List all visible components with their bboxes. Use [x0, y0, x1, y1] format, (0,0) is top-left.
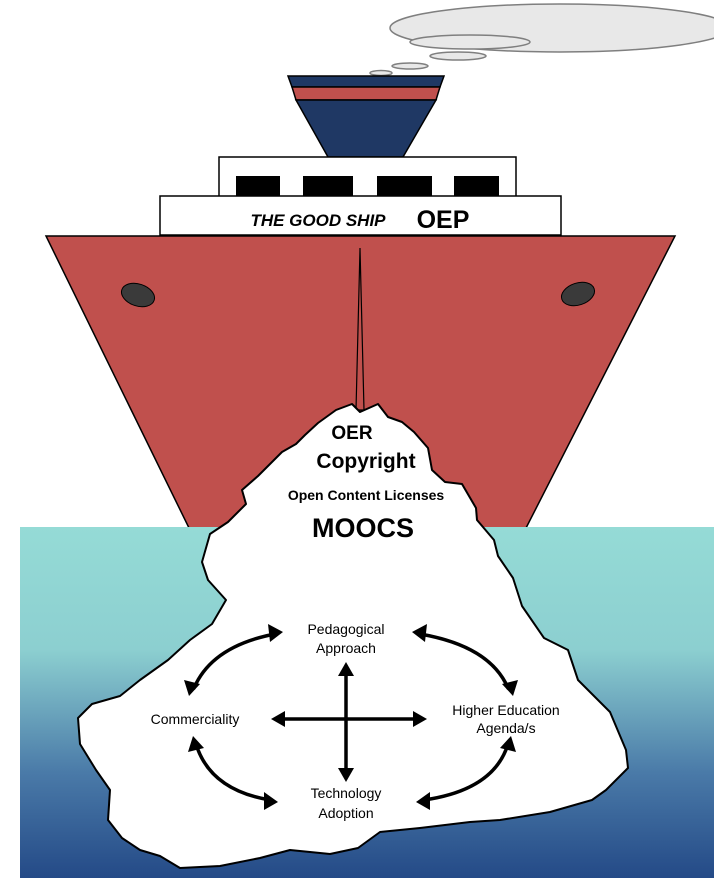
arrowhead — [188, 736, 204, 752]
iceberg-label-moocs: MOOCS — [312, 513, 414, 543]
iceberg-label-copyright: Copyright — [316, 450, 415, 473]
iceberg-base-labels: Pedagogical Approach Commerciality Highe… — [151, 621, 560, 821]
arc-arrow-bottom-right — [422, 742, 510, 802]
name-board-rect — [159, 195, 562, 236]
iceberg-label-licenses: Open Content Licenses — [288, 487, 445, 503]
ship-name-prefix: THE GOOD SHIP — [250, 211, 386, 230]
iceberg — [77, 403, 629, 869]
cycle-arrows — [192, 632, 510, 802]
arc-arrow-top-left — [192, 632, 277, 690]
arc-arrow-top-right — [418, 632, 510, 690]
arrowhead — [271, 711, 285, 727]
label-approach: Approach — [316, 640, 376, 656]
funnel-top-band — [286, 75, 446, 88]
label-adoption: Adoption — [318, 805, 373, 821]
smoke-cloud-medium — [409, 34, 531, 50]
ship-name-main: OEP — [417, 206, 470, 234]
label-agendas: Agenda/s — [476, 720, 535, 736]
funnel-body — [294, 99, 438, 158]
arc-arrow-bottom-left — [194, 742, 272, 802]
label-pedagogical: Pedagogical — [307, 621, 384, 637]
ship-upper-deck — [218, 156, 517, 198]
bow-centerline — [355, 247, 365, 411]
porthole-left — [120, 282, 156, 308]
smoke-puff — [369, 69, 393, 77]
label-technology: Technology — [311, 785, 382, 801]
cabin-window — [303, 176, 353, 197]
arrowhead — [184, 680, 200, 696]
iceberg-tip-labels: OER Copyright Open Content Licenses MOOC… — [288, 423, 445, 543]
iceberg-label-oer: OER — [331, 423, 372, 444]
arrowhead — [264, 792, 278, 810]
label-higher-education: Higher Education — [452, 702, 559, 718]
arrowhead — [500, 736, 516, 752]
arrowheads — [184, 624, 518, 810]
funnel-red-stripe — [290, 86, 442, 101]
porthole-right — [560, 281, 596, 307]
arrowhead — [412, 624, 427, 642]
arrowhead — [338, 662, 354, 676]
ship-funnel — [286, 75, 446, 158]
cabin-window — [454, 176, 499, 197]
smoke-puff — [429, 51, 487, 61]
ship-name-board: THE GOOD SHIP OEP — [159, 195, 562, 236]
cabin-window — [236, 176, 280, 197]
smoke-puff — [391, 62, 429, 70]
arrowhead — [268, 624, 283, 642]
smoke-clouds — [369, 3, 714, 77]
arrowhead — [502, 680, 518, 696]
arrowhead — [338, 768, 354, 782]
arrowhead — [413, 711, 427, 727]
cabin-window — [377, 176, 432, 197]
arrowhead — [416, 792, 430, 810]
label-commerciality: Commerciality — [151, 711, 240, 727]
